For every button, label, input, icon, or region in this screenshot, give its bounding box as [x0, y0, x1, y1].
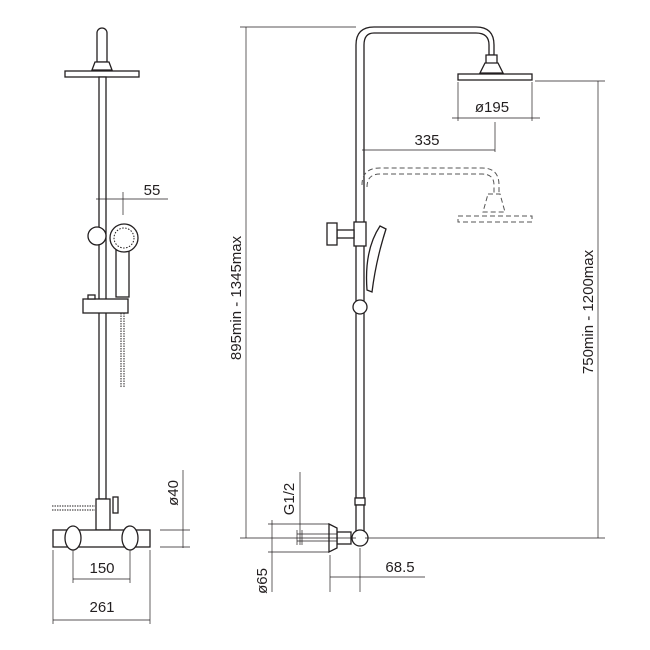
head-connector — [478, 54, 505, 74]
holder-knob — [326, 222, 338, 246]
dim-line-o195 — [452, 82, 540, 121]
front-view: 55 ø40 150 261 — [52, 27, 190, 624]
dim-line-750-1200 — [365, 80, 605, 539]
lower-riser — [355, 504, 365, 532]
dim-label-o195: ø195 — [475, 99, 509, 116]
hand-shower-holder — [87, 226, 107, 246]
hose — [120, 313, 125, 388]
slide-bracket-knob — [87, 294, 96, 300]
dim-label-o65: ø65 — [254, 568, 271, 594]
dim-line-68-5 — [329, 548, 425, 592]
slider-knob — [352, 299, 368, 315]
riser-bracket — [353, 221, 367, 247]
hand-shower-handle — [115, 247, 130, 298]
riser-pipe — [98, 76, 107, 500]
dim-label-55: 55 — [144, 182, 161, 199]
hose-to-valve — [52, 505, 95, 511]
dim-line-261 — [52, 550, 151, 624]
dim-label-895-1345: 895min - 1345max — [228, 235, 245, 360]
dim-label-335: 335 — [414, 132, 439, 149]
dim-line-55 — [96, 192, 168, 215]
dim-label-68-5: 68.5 — [385, 559, 414, 576]
diverter-lever — [112, 496, 119, 514]
dim-label-261: 261 — [89, 599, 114, 616]
dim-line-895-1345 — [240, 26, 356, 539]
holder-arm — [336, 229, 355, 239]
riser-joint — [354, 497, 366, 506]
diverter-body — [95, 498, 111, 531]
dim-label-150: 150 — [89, 560, 114, 577]
dim-line-335 — [362, 122, 496, 152]
dim-line-150 — [72, 550, 131, 583]
hand-shower-side — [365, 225, 387, 293]
side-view: 895min - 1345max 750min - 1200max ø195 3… — [228, 26, 605, 594]
dim-label-g12: G1/2 — [281, 483, 298, 516]
overhead-arm-top — [96, 27, 108, 63]
dim-line-o40 — [160, 470, 190, 548]
overhead-head-connector — [91, 61, 113, 71]
dim-label-750-1200: 750min - 1200max — [580, 249, 597, 374]
valve-knob-left — [64, 525, 82, 551]
hand-shower-nozzles — [113, 227, 135, 249]
arm-lowered-position — [361, 167, 500, 194]
valve-knob-right — [121, 525, 139, 551]
dim-label-o40: ø40 — [165, 480, 182, 506]
slide-bracket — [82, 298, 129, 314]
dim-line-o65 — [268, 520, 329, 592]
dim-line-g12 — [296, 472, 337, 545]
head-lowered-position — [457, 193, 533, 223]
head-plate — [457, 73, 533, 81]
overhead-head-plate — [64, 70, 140, 78]
